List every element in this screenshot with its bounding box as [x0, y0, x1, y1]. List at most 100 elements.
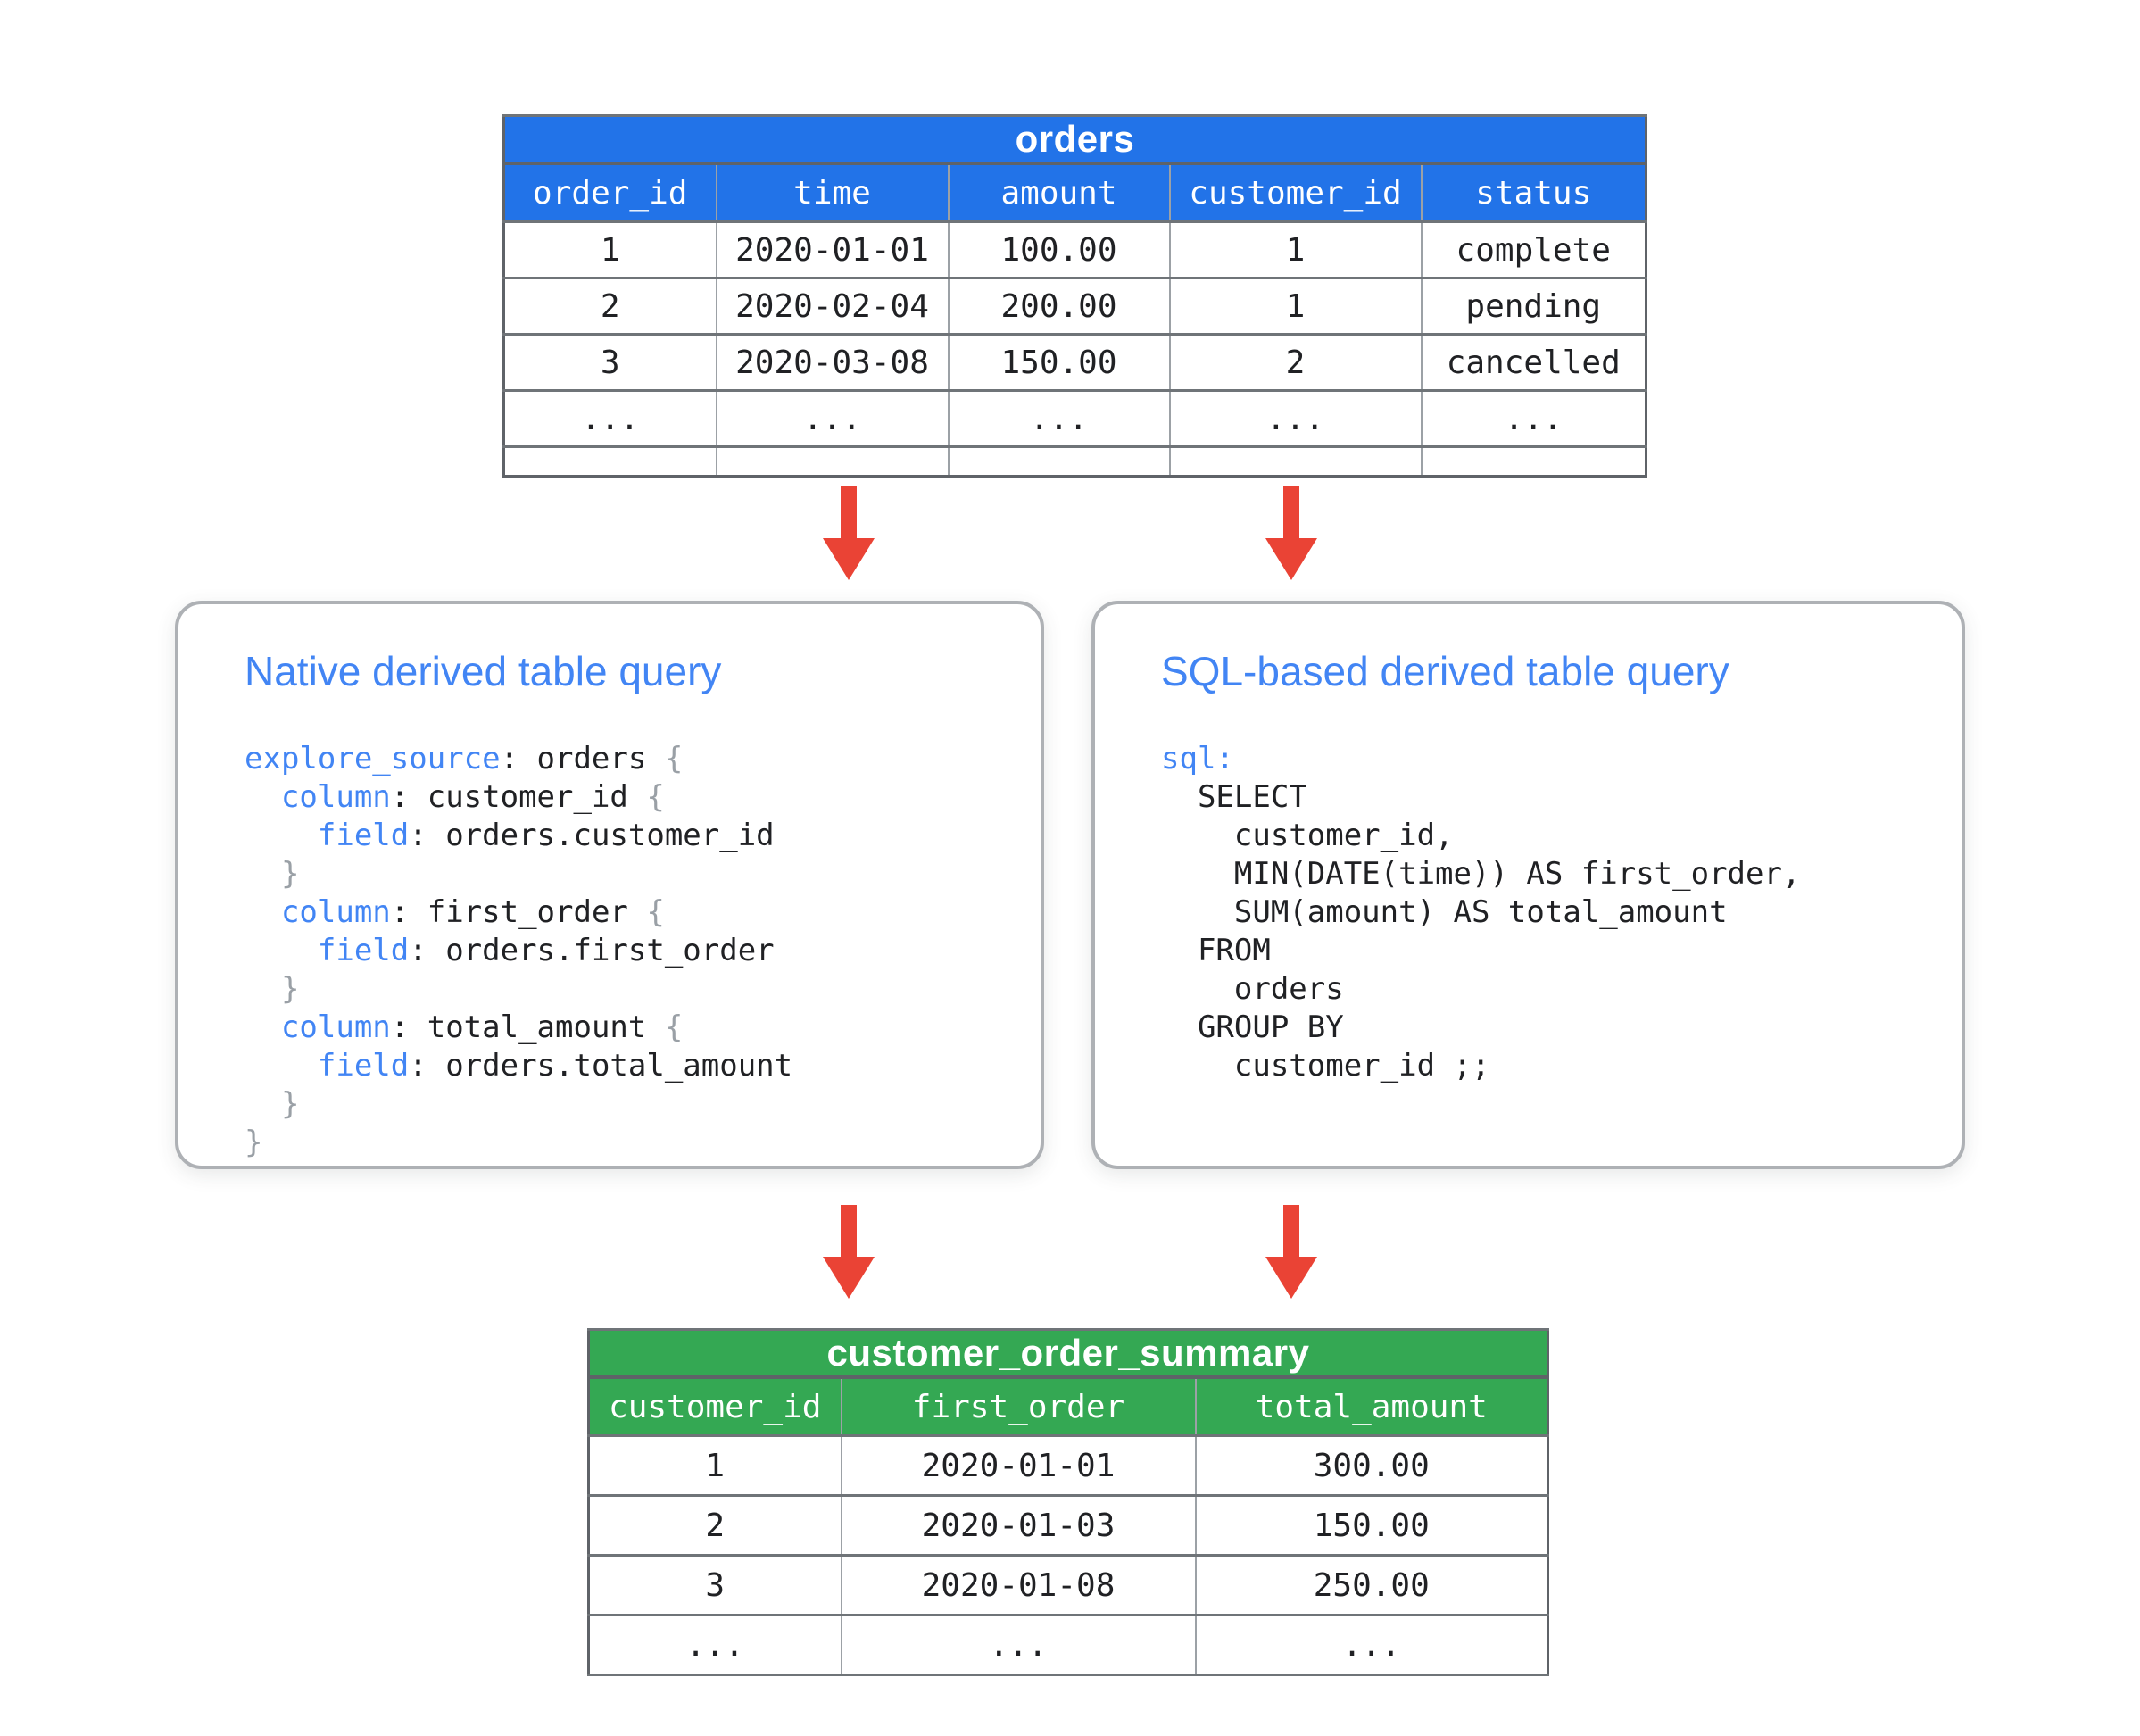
table-cell: 1 [1168, 277, 1423, 336]
table-cell: ... [1420, 389, 1647, 448]
table-cell: ... [1168, 389, 1423, 448]
code-line: column: customer_id { [280, 779, 665, 815]
empty-cell [1420, 445, 1647, 477]
table-cell: 3 [587, 1554, 842, 1616]
arrow-shaft [1283, 486, 1299, 540]
sql-derived-table-card: SQL-based derived table query sql: SELEC… [1091, 601, 1965, 1169]
code-line: } [245, 856, 300, 892]
column-header-customer-id: customer_id [587, 1375, 842, 1437]
arrow-shaft [841, 486, 857, 540]
column-header-order-id: order_id [502, 162, 717, 223]
table-cell: 2 [1168, 333, 1423, 392]
code-line: FROM [1161, 933, 1271, 968]
table-cell: 150.00 [947, 333, 1171, 392]
code-line: customer_id, [1161, 818, 1454, 853]
table-row: 1 2020-01-01 300.00 [587, 1434, 1549, 1497]
orders-table: orders order_id time amount customer_id … [502, 114, 1647, 478]
table-cell: 250.00 [1194, 1554, 1549, 1616]
down-arrow-icon [1265, 1205, 1317, 1299]
column-header-time: time [715, 162, 950, 223]
table-cell: ... [840, 1614, 1197, 1676]
table-cell: ... [1194, 1614, 1549, 1676]
table-row: 2 2020-02-04 200.00 1 pending [502, 277, 1647, 336]
table-cell: 2020-01-01 [840, 1434, 1197, 1497]
empty-cell [947, 445, 1171, 477]
column-header-customer-id: customer_id [1168, 162, 1423, 223]
table-cell: ... [715, 389, 950, 448]
code-line: } [245, 1125, 263, 1160]
code-line: SELECT [1161, 779, 1307, 815]
code-line: explore_source: orders { [245, 741, 684, 777]
empty-cell [502, 445, 717, 477]
table-row: 3 2020-03-08 150.00 2 cancelled [502, 333, 1647, 392]
table-row-ellipsis: ... ... ... [587, 1614, 1549, 1676]
table-cell: 1 [1168, 220, 1423, 279]
table-cell: ... [502, 389, 717, 448]
table-cell: 100.00 [947, 220, 1171, 279]
code-line: sql: [1161, 741, 1234, 777]
table-row: 3 2020-01-08 250.00 [587, 1554, 1549, 1616]
table-row: 1 2020-01-01 100.00 1 complete [502, 220, 1647, 279]
lookml-code-block: explore_source: orders { column: custome… [245, 740, 1005, 1162]
down-arrow-icon [823, 1205, 875, 1299]
code-line: } [245, 1086, 300, 1122]
card-title: SQL-based derived table query [1161, 648, 1729, 694]
table-cell: complete [1420, 220, 1647, 279]
table-cell: 200.00 [947, 277, 1171, 336]
code-line: GROUP BY [1161, 1009, 1344, 1045]
code-line: SUM(amount) AS total_amount [1161, 894, 1728, 930]
column-header-amount: amount [947, 162, 1171, 223]
summary-table-title: customer_order_summary [587, 1328, 1549, 1379]
code-line: field: orders.total_amount [317, 1048, 793, 1084]
table-cell: ... [587, 1614, 842, 1676]
native-derived-table-card: Native derived table query explore_sourc… [175, 601, 1044, 1169]
table-cell: 2020-01-03 [840, 1494, 1197, 1557]
code-line: field: orders.first_order [317, 933, 775, 968]
code-line: column: total_amount { [280, 1009, 684, 1045]
arrow-head [1265, 538, 1317, 580]
code-line: field: orders.customer_id [317, 818, 775, 853]
customer-order-summary-table: customer_order_summary customer_id first… [587, 1328, 1550, 1676]
orders-header-row: order_id time amount customer_id status [502, 162, 1647, 223]
table-cell: 3 [502, 333, 717, 392]
column-header-status: status [1420, 162, 1647, 223]
table-cell: 2020-01-01 [715, 220, 950, 279]
code-line: } [245, 971, 300, 1007]
arrow-shaft [841, 1205, 857, 1258]
clipped-row [502, 445, 1647, 477]
arrow-head [823, 1257, 875, 1299]
arrow-head [1265, 1257, 1317, 1299]
summary-header-row: customer_id first_order total_amount [587, 1375, 1549, 1437]
table-cell: 300.00 [1194, 1434, 1549, 1497]
sql-code-block: sql: SELECT customer_id, MIN(DATE(time))… [1161, 740, 1926, 1085]
table-row: 2 2020-01-03 150.00 [587, 1494, 1549, 1557]
empty-cell [715, 445, 950, 477]
table-cell: cancelled [1420, 333, 1647, 392]
table-cell: ... [947, 389, 1171, 448]
card-title: Native derived table query [245, 648, 722, 694]
table-cell: 2020-03-08 [715, 333, 950, 392]
code-line: column: first_order { [280, 894, 665, 930]
arrow-head [823, 538, 875, 580]
table-row-ellipsis: ... ... ... ... ... [502, 389, 1647, 448]
table-cell: 2 [502, 277, 717, 336]
column-header-total-amount: total_amount [1194, 1375, 1549, 1437]
code-line: MIN(DATE(time)) AS first_order, [1161, 856, 1801, 892]
column-header-first-order: first_order [840, 1375, 1197, 1437]
orders-table-title: orders [502, 114, 1647, 165]
summary-title-row: customer_order_summary [587, 1328, 1549, 1379]
code-line: customer_id ;; [1161, 1048, 1490, 1084]
down-arrow-icon [823, 486, 875, 580]
orders-title-row: orders [502, 114, 1647, 165]
table-cell: 150.00 [1194, 1494, 1549, 1557]
table-cell: 1 [587, 1434, 842, 1497]
arrow-shaft [1283, 1205, 1299, 1258]
table-cell: pending [1420, 277, 1647, 336]
table-cell: 2020-01-08 [840, 1554, 1197, 1616]
table-cell: 2020-02-04 [715, 277, 950, 336]
code-line: orders [1161, 971, 1344, 1007]
empty-cell [1168, 445, 1423, 477]
table-cell: 1 [502, 220, 717, 279]
table-cell: 2 [587, 1494, 842, 1557]
